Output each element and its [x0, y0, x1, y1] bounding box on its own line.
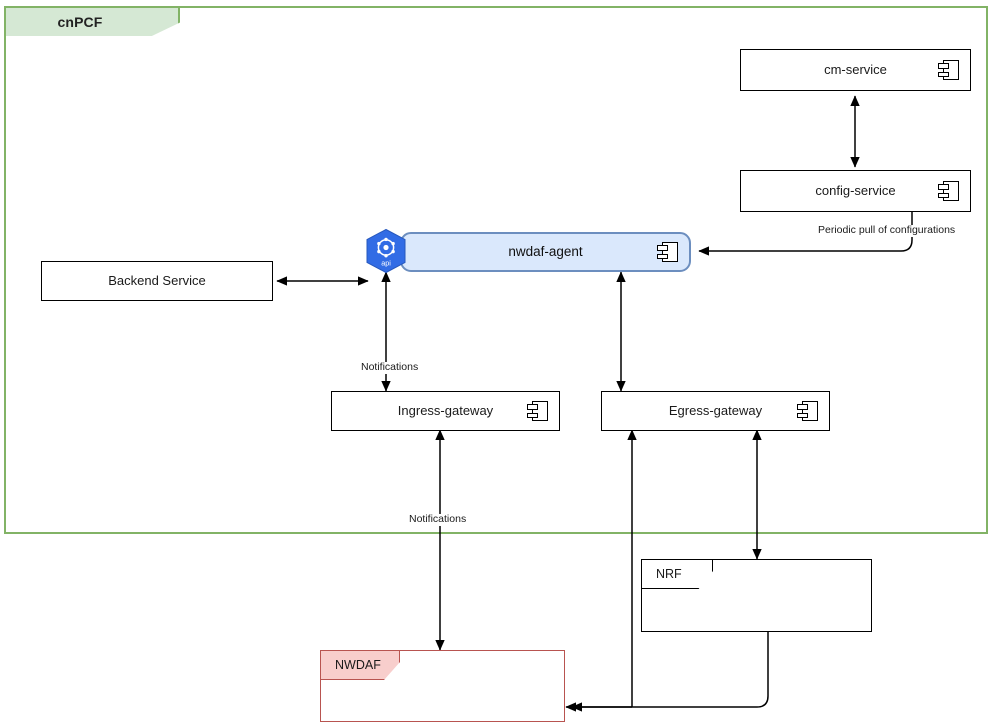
component-icon	[527, 400, 549, 422]
node-ingress-gateway-label: Ingress-gateway	[397, 402, 494, 418]
svg-text:api: api	[381, 259, 391, 268]
node-nwdaf-tab: NWDAF	[320, 650, 400, 680]
node-egress-gateway-label: Egress-gateway	[668, 402, 763, 418]
node-egress-gateway[interactable]: Egress-gateway	[601, 391, 830, 431]
boundary-cnpcf	[4, 6, 988, 534]
node-cm-service[interactable]: cm-service	[740, 49, 971, 91]
node-nwdaf-label: NWDAF	[335, 658, 381, 672]
node-config-service[interactable]: config-service	[740, 170, 971, 212]
node-backend-service-label: Backend Service	[108, 272, 206, 288]
node-nwdaf[interactable]: NWDAF	[320, 650, 565, 722]
component-icon	[657, 241, 679, 263]
boundary-cnpcf-label: cnPCF	[57, 14, 103, 30]
node-backend-service[interactable]: Backend Service	[41, 261, 273, 301]
node-nrf[interactable]: NRF	[641, 559, 872, 632]
node-cm-service-label: cm-service	[824, 61, 887, 77]
node-nrf-label: NRF	[656, 567, 682, 581]
node-nwdaf-agent[interactable]: nwdaf-agent	[400, 232, 691, 272]
edge-label-periodic-pull: Periodic pull of configurations	[815, 224, 959, 237]
node-nwdaf-agent-label: nwdaf-agent	[508, 243, 583, 259]
edge-nrf-to-nwdaf	[565, 632, 769, 712]
boundary-cnpcf-tab: cnPCF	[4, 6, 180, 36]
component-icon	[797, 400, 819, 422]
kubernetes-api-icon: api	[363, 228, 409, 276]
node-config-service-label: config-service	[815, 182, 896, 198]
edge-label-notifications-lower: Notifications	[406, 513, 470, 526]
component-icon	[938, 59, 960, 81]
node-ingress-gateway[interactable]: Ingress-gateway	[331, 391, 560, 431]
component-icon	[938, 180, 960, 202]
edge-label-notifications-upper: Notifications	[358, 361, 422, 374]
node-nrf-tab: NRF	[641, 559, 713, 589]
